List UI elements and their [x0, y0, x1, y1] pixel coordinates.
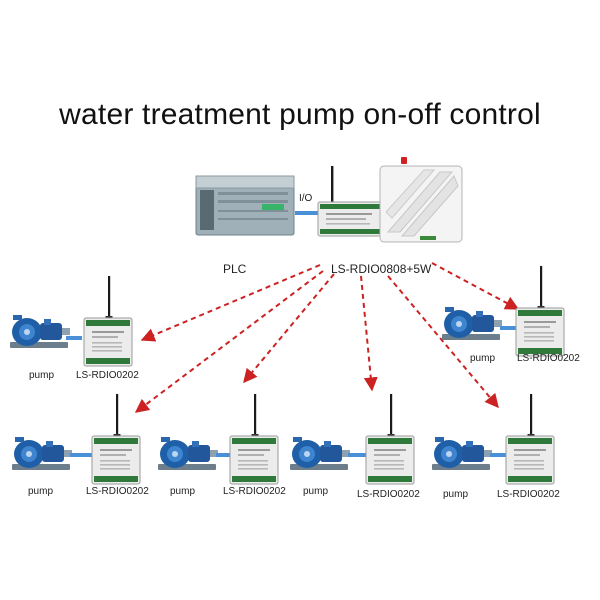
link-arrow-4 [360, 275, 378, 392]
plc-device [195, 175, 295, 236]
wireless-links [134, 262, 520, 413]
link-arrow-3 [243, 273, 335, 384]
power-supply [379, 157, 463, 243]
central-module [317, 166, 383, 237]
link-arrow-2 [134, 270, 324, 413]
pump-label-3: pump [170, 486, 196, 497]
link-arrow-1 [140, 264, 321, 342]
pump-node-4 [290, 393, 415, 485]
link-arrow-5 [387, 275, 499, 409]
pump-node-2 [12, 393, 141, 485]
link-arrow-6 [431, 262, 520, 310]
module-label-4: LS-RDIO0202 [357, 489, 420, 500]
pump-label-2: pump [28, 486, 54, 497]
plc-label: PLC [223, 262, 247, 276]
central-module-label: LS-RDIO0808+5W [331, 262, 432, 276]
module-label-6: LS-RDIO0202 [517, 353, 580, 364]
pump-node-3 [158, 393, 279, 485]
pump-label-6: pump [470, 353, 496, 364]
pump-label-5: pump [443, 489, 469, 500]
pump-node-6 [442, 265, 565, 357]
io-label: I/O [299, 193, 313, 204]
pump-label-1: pump [29, 370, 55, 381]
module-label-1: LS-RDIO0202 [76, 370, 139, 381]
module-label-5: LS-RDIO0202 [497, 489, 560, 500]
module-label-3: LS-RDIO0202 [223, 486, 286, 497]
pump-label-4: pump [303, 486, 329, 497]
module-label-2: LS-RDIO0202 [86, 486, 149, 497]
pump-node-1 [10, 275, 133, 367]
diagram-title: water treatment pump on-off control [59, 98, 541, 131]
pump-node-5 [432, 393, 555, 485]
